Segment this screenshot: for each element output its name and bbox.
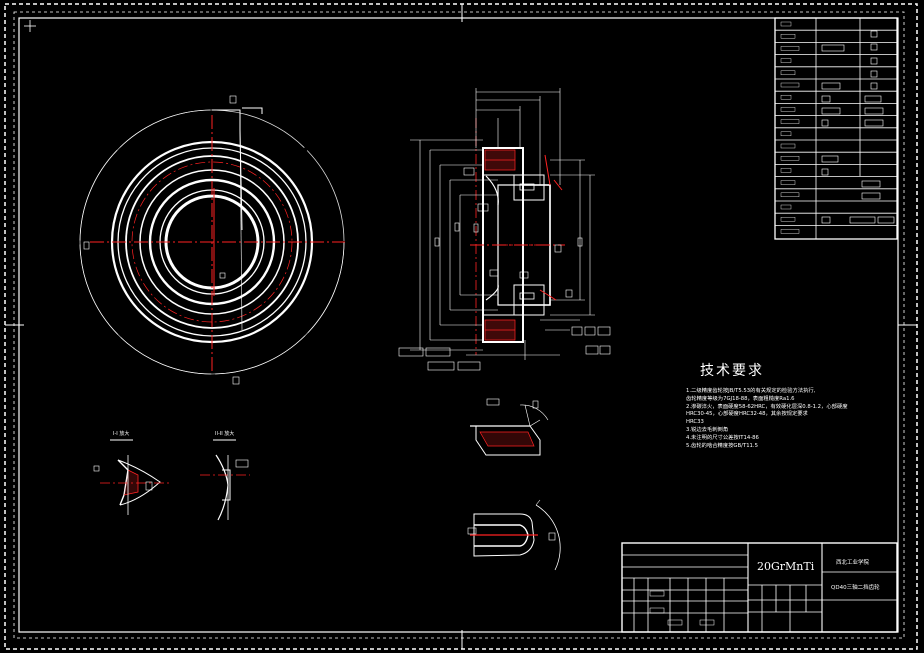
tech-note: 1.二级精度齿轮按JB/T5.53的有关规定的检验方法执行, — [686, 388, 816, 394]
drawing-frame — [4, 3, 918, 650]
section-label-b: II-II 放大 — [215, 431, 235, 437]
technical-requirements-title: 技术要求 — [700, 363, 764, 379]
tech-note: 齿轮精度等级为7GJ18-88，表面粗糙度Ra1.6 — [686, 395, 795, 402]
tech-note: 5.齿轮的啮合精度按GB/T11.5 — [686, 442, 758, 449]
tech-note: 2.渗碳淬火，表面硬度58-62HRC，有效硬化层深0.8-1.2，心部硬度 — [686, 403, 848, 410]
detail-view-tooth-top — [470, 398, 549, 456]
technical-requirements-notes: 1.二级精度齿轮按JB/T5.53的有关规定的检验方法执行, 齿轮精度等级为7G… — [686, 388, 886, 450]
title-block — [621, 542, 898, 633]
drawing-name: QD40三轴二挡齿轮 — [831, 585, 880, 591]
company-name: 西北工业学院 — [836, 560, 870, 566]
gear-parameter-table — [774, 17, 898, 240]
detail-view-II-II — [200, 439, 250, 521]
tech-note: 4.未注明的尺寸公差按IT14-86 — [686, 434, 759, 441]
front-view-gear — [79, 95, 345, 385]
section-view-gear — [398, 88, 611, 371]
tech-note: HRC30-45，心部硬度HRC32-48，其余按规定要求 — [686, 411, 808, 418]
material-label: 20GrMnTi — [757, 560, 815, 573]
section-label-a: I-I 放大 — [113, 431, 130, 437]
detail-view-tooth-bottom — [467, 499, 561, 571]
detail-view-I-I — [93, 439, 170, 515]
tech-note: HRC33 — [686, 419, 704, 426]
tech-note: 3.锐边去毛刺倒角 — [686, 426, 729, 433]
